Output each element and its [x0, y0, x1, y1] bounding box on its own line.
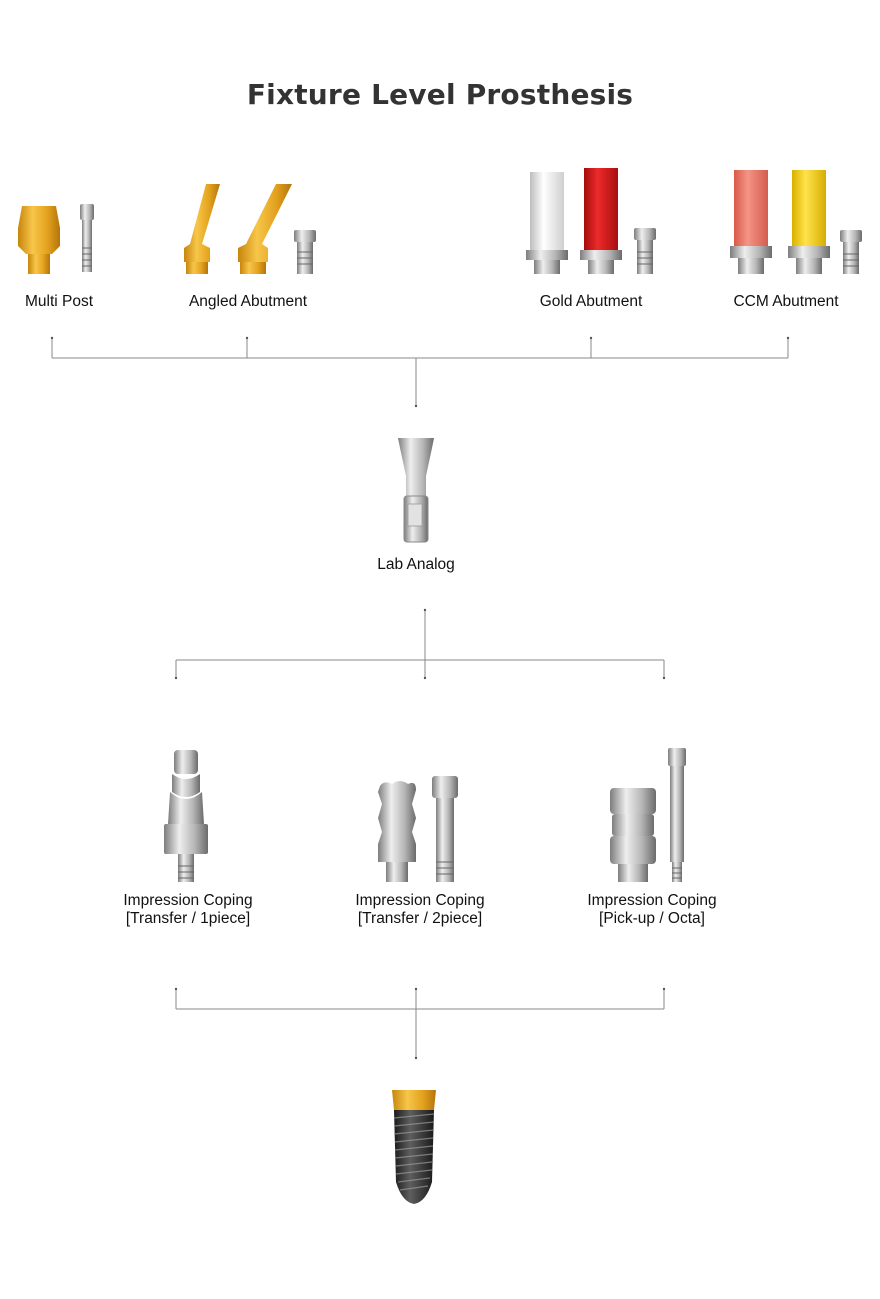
impression-coping-2piece-line1: Impression Coping — [355, 892, 485, 909]
impression-coping-1piece-image — [164, 750, 208, 882]
page-title: Fixture Level Prosthesis — [246, 78, 634, 111]
fixture-implant-image — [392, 1090, 436, 1204]
angled-abutment-image — [184, 184, 316, 274]
impression-coping-1piece-line1: Impression Coping — [123, 892, 253, 909]
impression-coping-1piece-line2: [Transfer / 1piece] — [125, 910, 251, 927]
angled-abutment-label: Angled Abutment — [188, 293, 308, 310]
impression-coping-2piece-line2: [Transfer / 2piece] — [357, 910, 483, 927]
gold-abutment-image — [526, 168, 656, 274]
multi-post-image — [18, 204, 94, 274]
impression-coping-pickup-image — [610, 748, 686, 882]
lab-analog-label: Lab Analog — [377, 556, 455, 573]
impression-coping-pickup-line1: Impression Coping — [587, 892, 717, 909]
impression-coping-2piece-image — [378, 776, 458, 882]
ccm-abutment-label: CCM Abutment — [733, 293, 839, 310]
multi-post-label: Multi Post — [24, 293, 94, 310]
gold-abutment-label: Gold Abutment — [539, 293, 643, 310]
lab-analog-image — [398, 438, 434, 543]
impression-coping-pickup-line2: [Pick-up / Octa] — [599, 910, 705, 927]
ccm-abutment-image — [730, 170, 862, 274]
